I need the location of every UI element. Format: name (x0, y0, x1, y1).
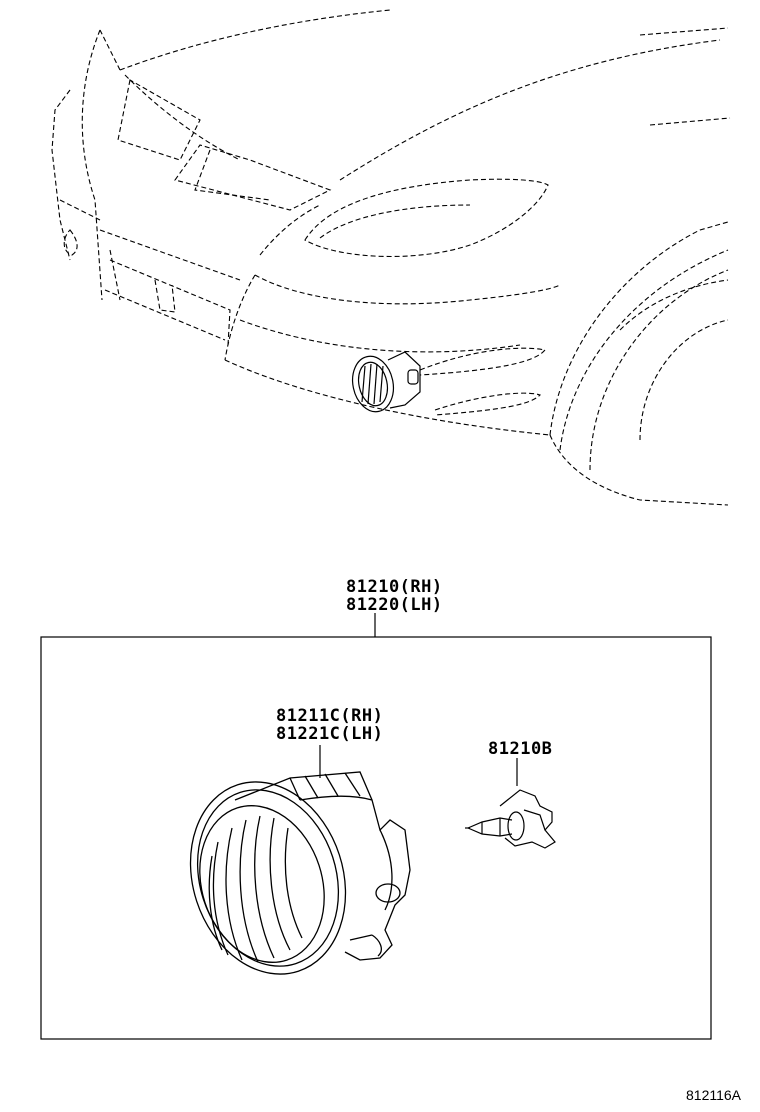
lens-housing-part-number-rh: 81211C(RH) (276, 706, 384, 726)
assembly-part-number-rh: 81210(RH) (346, 577, 443, 597)
bulb-part-number: 81210B (488, 739, 553, 759)
fog-lamp-assembly (189, 771, 411, 975)
assembly-part-number-lh: 81220(LH) (346, 595, 443, 615)
parts-box (40, 613, 712, 1040)
bulb-illustration (465, 789, 556, 849)
fog-lamp-on-car (351, 351, 421, 413)
lens-housing-part-number-lh: 81221C(LH) (276, 724, 384, 744)
car-front-illustration (51, 9, 731, 506)
diagram-reference-code: 812116A (686, 1087, 742, 1103)
